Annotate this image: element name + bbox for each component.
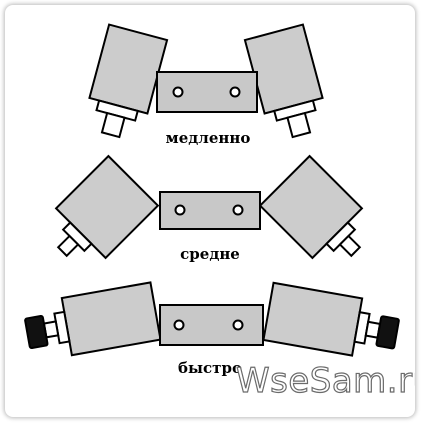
plate-hole: [229, 86, 241, 98]
plate-hole: [172, 86, 184, 98]
plate-hole: [232, 319, 244, 331]
knob-left-fast: [24, 314, 49, 350]
assembly-slow: [88, 23, 324, 139]
assembly-fast: [24, 281, 400, 357]
speed-diagram: медленно средне: [24, 23, 415, 402]
assembly-medium: [54, 154, 364, 260]
motor-left-slow: [88, 23, 169, 139]
plate-slow: [156, 71, 258, 113]
label-fast: быстро: [178, 359, 242, 377]
motor-right-fast: [262, 281, 400, 357]
watermark: WseSam.ru: [236, 361, 415, 401]
plate-hole: [232, 204, 244, 216]
motor-left-fast: [24, 281, 162, 357]
knob-right-fast: [375, 315, 400, 350]
plate-hole: [173, 319, 185, 331]
motor-right-slow: [243, 23, 324, 139]
motor-left-medium: [54, 154, 160, 260]
motor-right-medium: [258, 154, 364, 260]
plate-hole: [174, 204, 186, 216]
diagram-frame: медленно средне: [5, 5, 415, 417]
label-slow: медленно: [166, 129, 251, 147]
label-medium: средне: [180, 245, 240, 263]
